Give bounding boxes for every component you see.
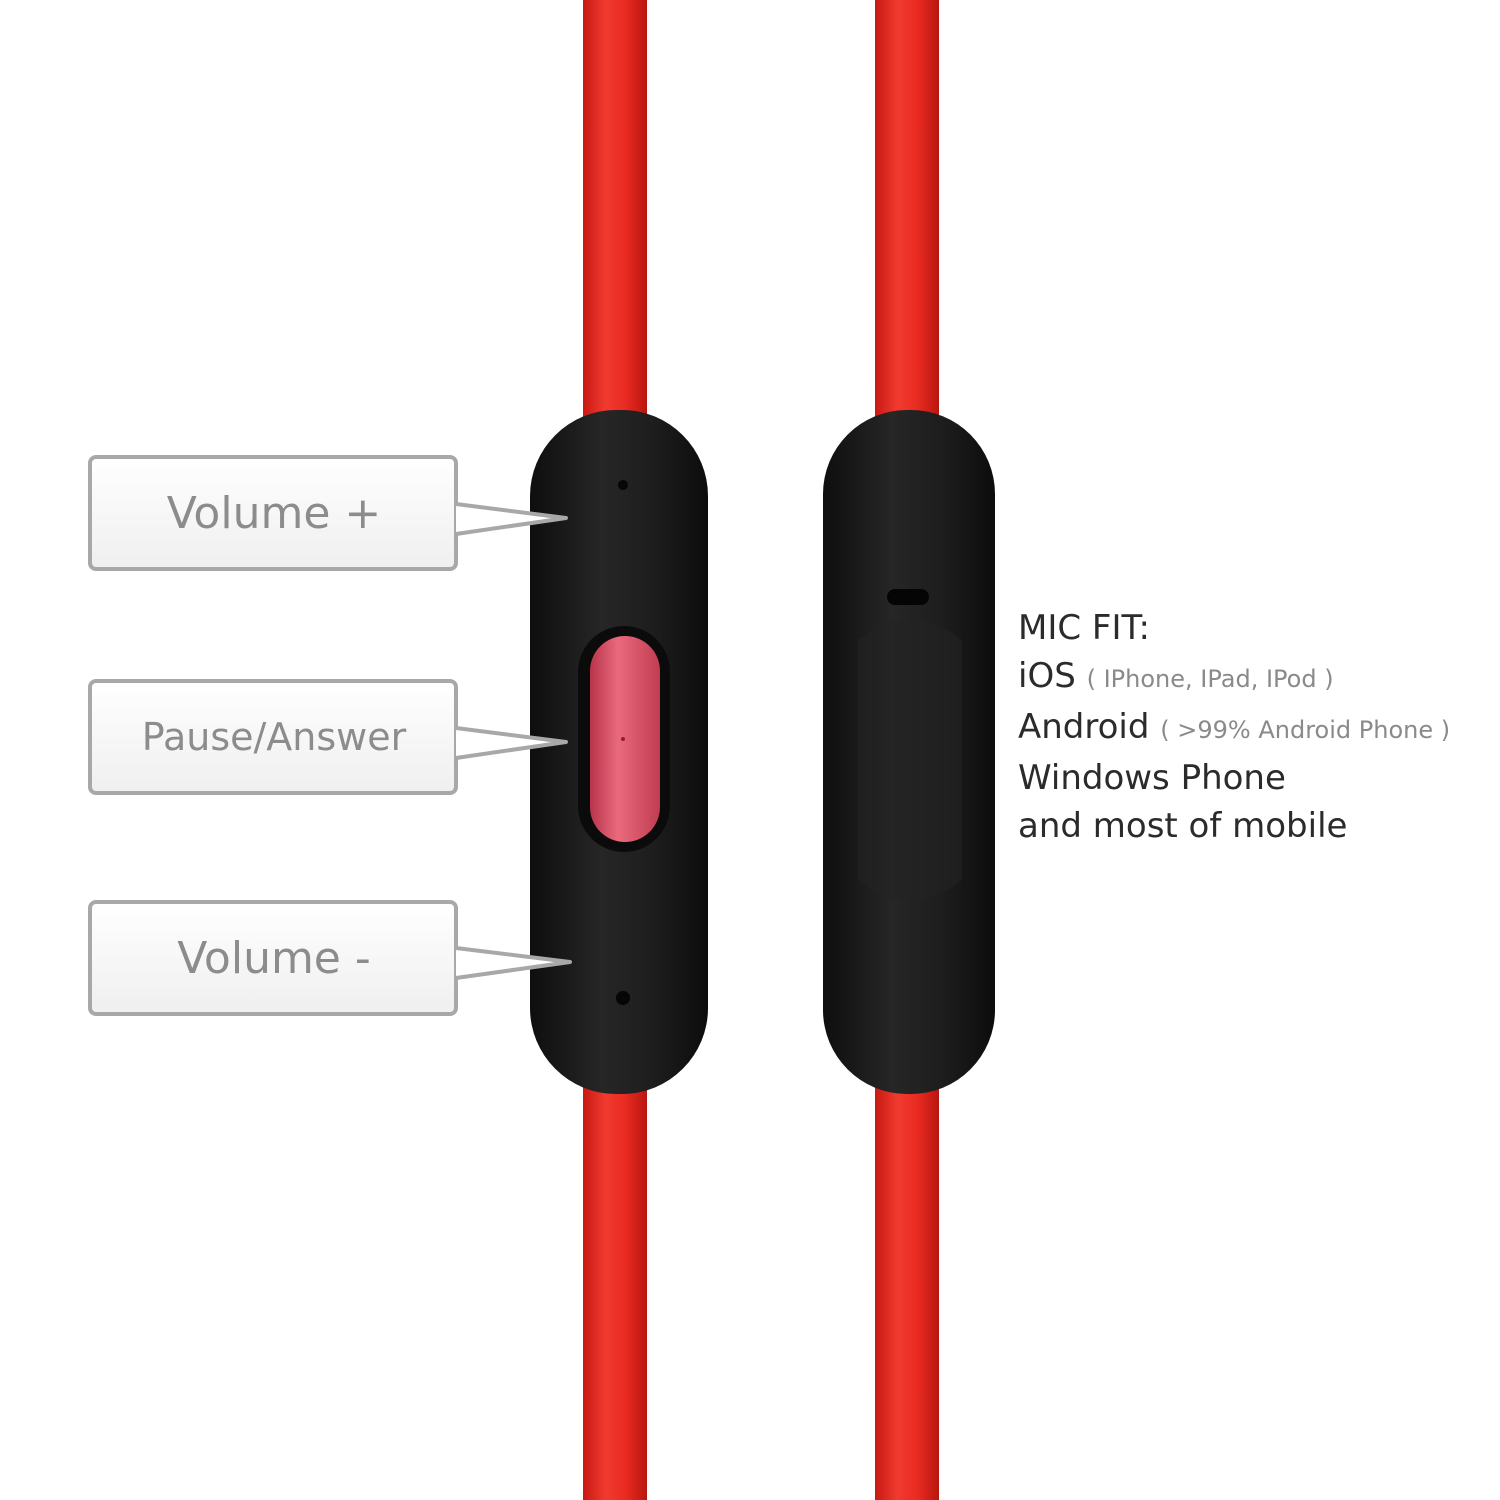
right-cable-bottom [875, 1080, 939, 1500]
windows-phone-line: Windows Phone [1018, 758, 1286, 798]
ios-label: iOS [1018, 656, 1076, 696]
left-cable-top [583, 0, 647, 430]
ios-note: ( IPhone, IPad, IPod ) [1086, 665, 1334, 693]
android-note: ( >99% Android Phone ) [1160, 716, 1451, 744]
callout-volume-up [88, 455, 568, 571]
callout-pause-answer [88, 679, 568, 795]
remote-control-front [530, 410, 708, 1094]
ios-line: iOS ( IPhone, IPad, IPod ) [1018, 652, 1498, 703]
android-line: Android ( >99% Android Phone ) [1018, 703, 1498, 754]
most-mobile-line: and most of mobile [1018, 806, 1348, 846]
callout-volume-down [88, 900, 572, 1016]
right-cable-top [875, 0, 939, 430]
mic-compatibility: MIC FIT: iOS ( IPhone, IPad, IPod ) Andr… [1018, 604, 1498, 850]
volume-down-dot [616, 991, 630, 1005]
volume-down-label: Volume - [177, 932, 371, 984]
volume-up-dot [618, 480, 628, 490]
pause-answer-label: Pause/Answer [141, 715, 407, 759]
mic-hole [887, 589, 929, 605]
volume-up-label: Volume + [166, 487, 382, 539]
remote-mic-back [823, 410, 995, 1094]
left-cable-bottom [583, 1080, 647, 1500]
mic-fit-heading: MIC FIT: [1018, 608, 1150, 648]
android-label: Android [1018, 707, 1150, 747]
